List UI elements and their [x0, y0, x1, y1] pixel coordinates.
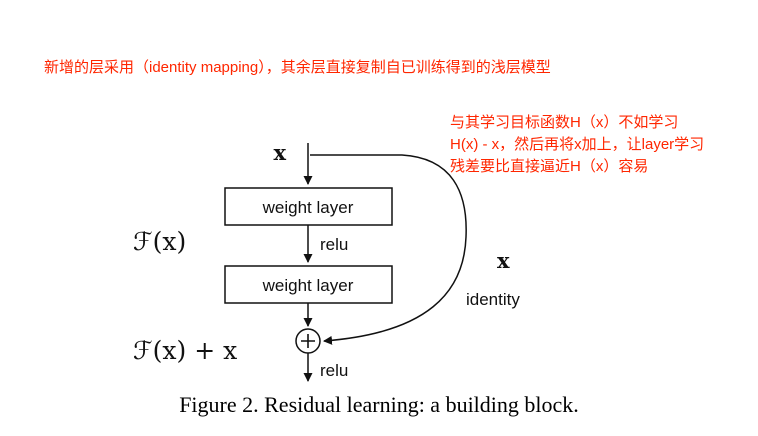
side-annotation-line-2: H(x) - x，然后再将x加上，让layer学习	[450, 136, 705, 153]
output-f-plus-x-label: ℱ(x) + x	[133, 336, 237, 365]
function-f-label: ℱ(x)	[133, 227, 186, 256]
weight-layer-1-label: weight layer	[262, 198, 354, 217]
side-annotation-line-3: 残差要比直接逼近H（x）容易	[450, 158, 649, 175]
side-annotation: 与其学习目标函数H（x）不如学习 H(x) - x，然后再将x加上，让layer…	[450, 112, 704, 178]
identity-label: identity	[466, 290, 520, 309]
side-annotation-line-1: 与其学习目标函数H（x）不如学习	[450, 114, 679, 131]
input-x-label: x	[273, 140, 286, 165]
relu-2-label: relu	[320, 361, 348, 380]
weight-layer-2-label: weight layer	[262, 276, 354, 295]
relu-1-label: relu	[320, 235, 348, 254]
identity-skip-arrow	[310, 154, 467, 345]
identity-x-label: x	[497, 248, 510, 273]
figure-caption: Figure 2. Residual learning: a building …	[179, 392, 579, 417]
top-annotation: 新增的层采用（identity mapping），其余层直接复制自已训练得到的浅…	[44, 59, 551, 76]
plus-icon	[301, 334, 315, 348]
